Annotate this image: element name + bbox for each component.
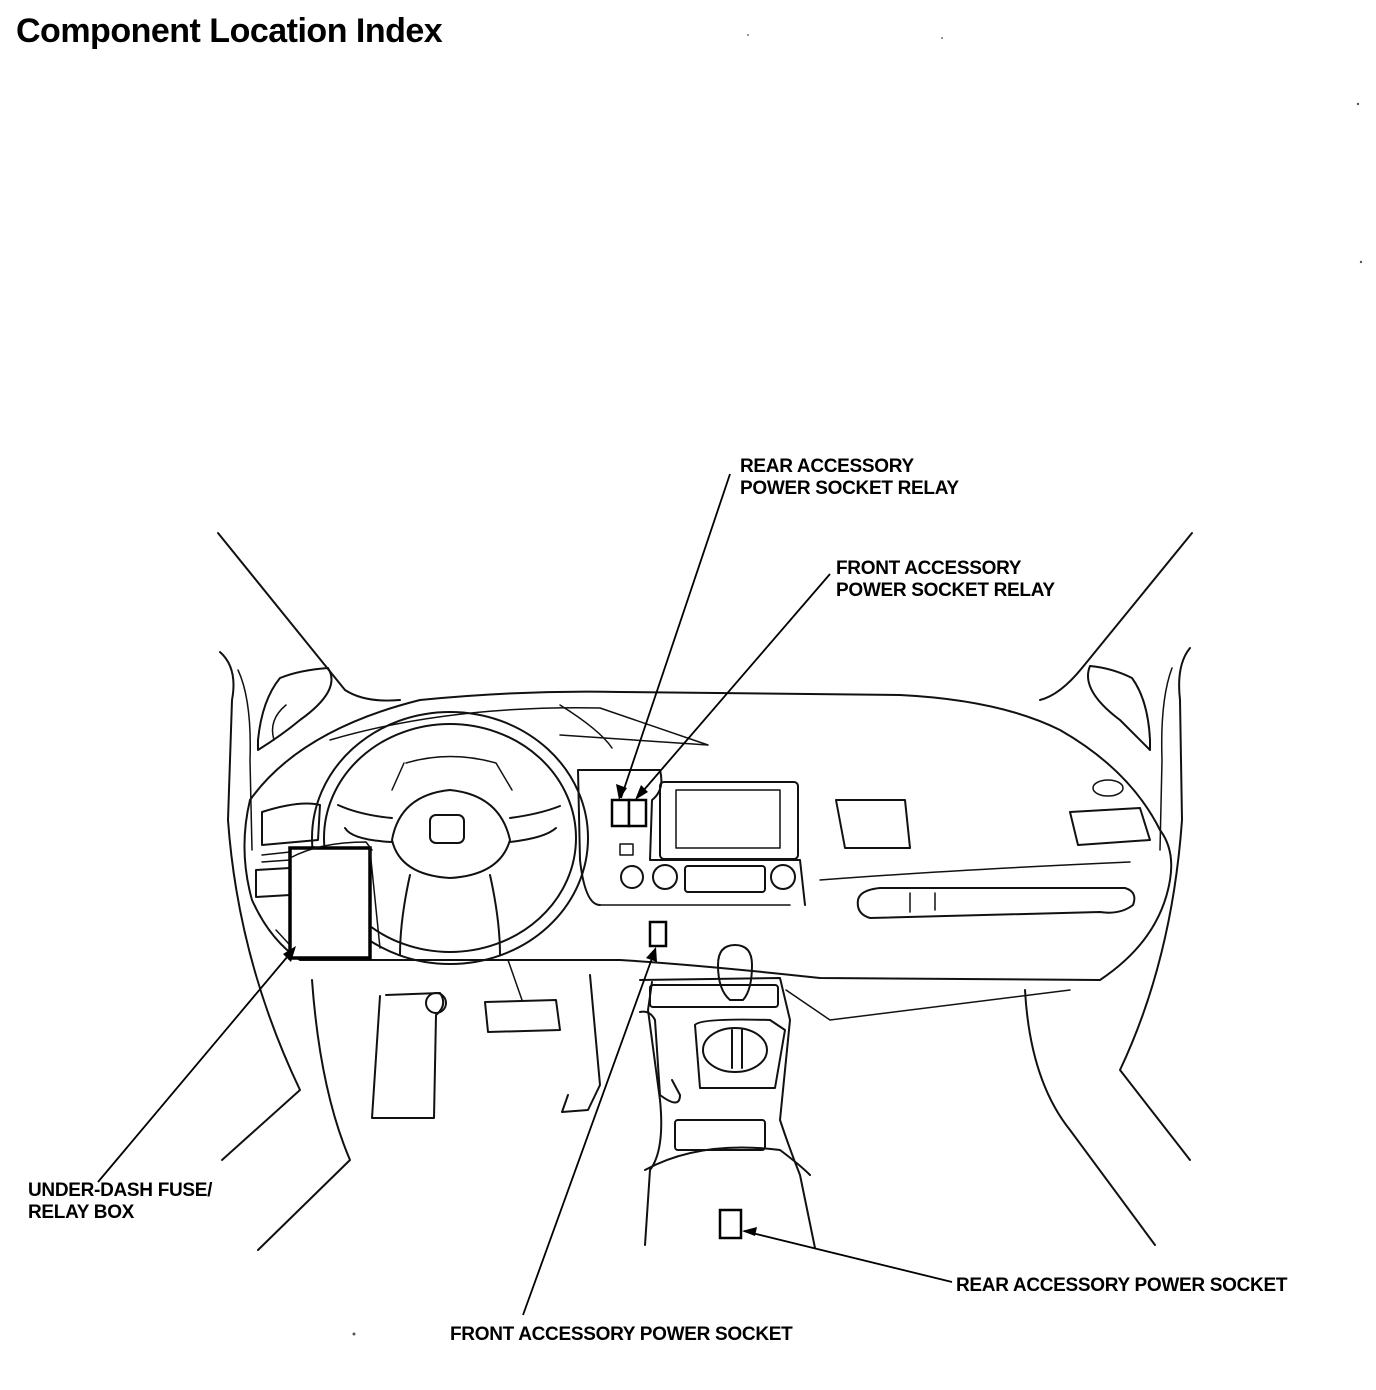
accelerator-pedal [561,974,601,1113]
center-console [639,977,816,1249]
callout-line-2: POWER SOCKET RELAY [740,478,959,499]
front-accessory-power-socket [648,920,668,948]
rear-accessory-power-socket-relay [610,798,631,828]
leader-fuse-box [97,949,294,1183]
steering-wheel [311,711,589,965]
callout-line-1: UNDER-DASH FUSE/ [28,1180,213,1201]
right-a-pillar [1039,532,1193,701]
callout-front-accessory-power-socket-relay: FRONT ACCESSORY POWER SOCKET RELAY [836,558,1055,602]
dashboard-body [243,799,1173,981]
leader-rear-socket [743,1230,953,1283]
leader-front-socket [522,949,656,1316]
callout-front-accessory-power-socket: FRONT ACCESSORY POWER SOCKET [450,1324,793,1345]
callout-under-dash-fuse-relay-box: UNDER-DASH FUSE/ RELAY BOX [28,1180,212,1224]
arrowhead-rear-relay [616,784,627,800]
leader-rear-relay [620,473,731,799]
glovebox [856,887,1136,919]
callout-line-2: POWER SOCKET RELAY [836,580,1055,601]
arrowhead-front-socket [646,947,657,962]
navigation-screen [659,781,799,860]
passenger-vent [1069,807,1151,846]
front-accessory-power-socket-relay [627,798,648,828]
right-vent [835,799,911,849]
callout-line-1: REAR ACCESSORY [740,456,914,477]
gear-knob [717,944,753,1001]
leader-front-relay [636,573,831,799]
brake-pedal [484,999,561,1033]
arrowhead-fuse-box [283,946,296,962]
callout-line-2: RELAY BOX [28,1202,135,1223]
rear-accessory-power-socket [718,1208,743,1240]
callout-rear-accessory-power-socket: REAR ACCESSORY POWER SOCKET [956,1275,1288,1296]
under-dash-fuse-relay-box [288,846,372,960]
callout-rear-accessory-power-socket-relay: REAR ACCESSORY POWER SOCKET RELAY [740,456,959,500]
left-door-edge [219,651,301,1161]
left-a-pillar [217,532,401,702]
dashboard-top [249,690,1161,831]
left-vent [261,802,321,846]
right-door-edge [1119,647,1191,1161]
gear-shifter-boot [694,1018,786,1089]
arrowhead-front-relay [635,785,648,800]
callout-line-1: FRONT ACCESSORY [836,558,1022,579]
page-title: Component Location Index [16,12,443,50]
arrowhead-rear-socket [742,1227,757,1236]
